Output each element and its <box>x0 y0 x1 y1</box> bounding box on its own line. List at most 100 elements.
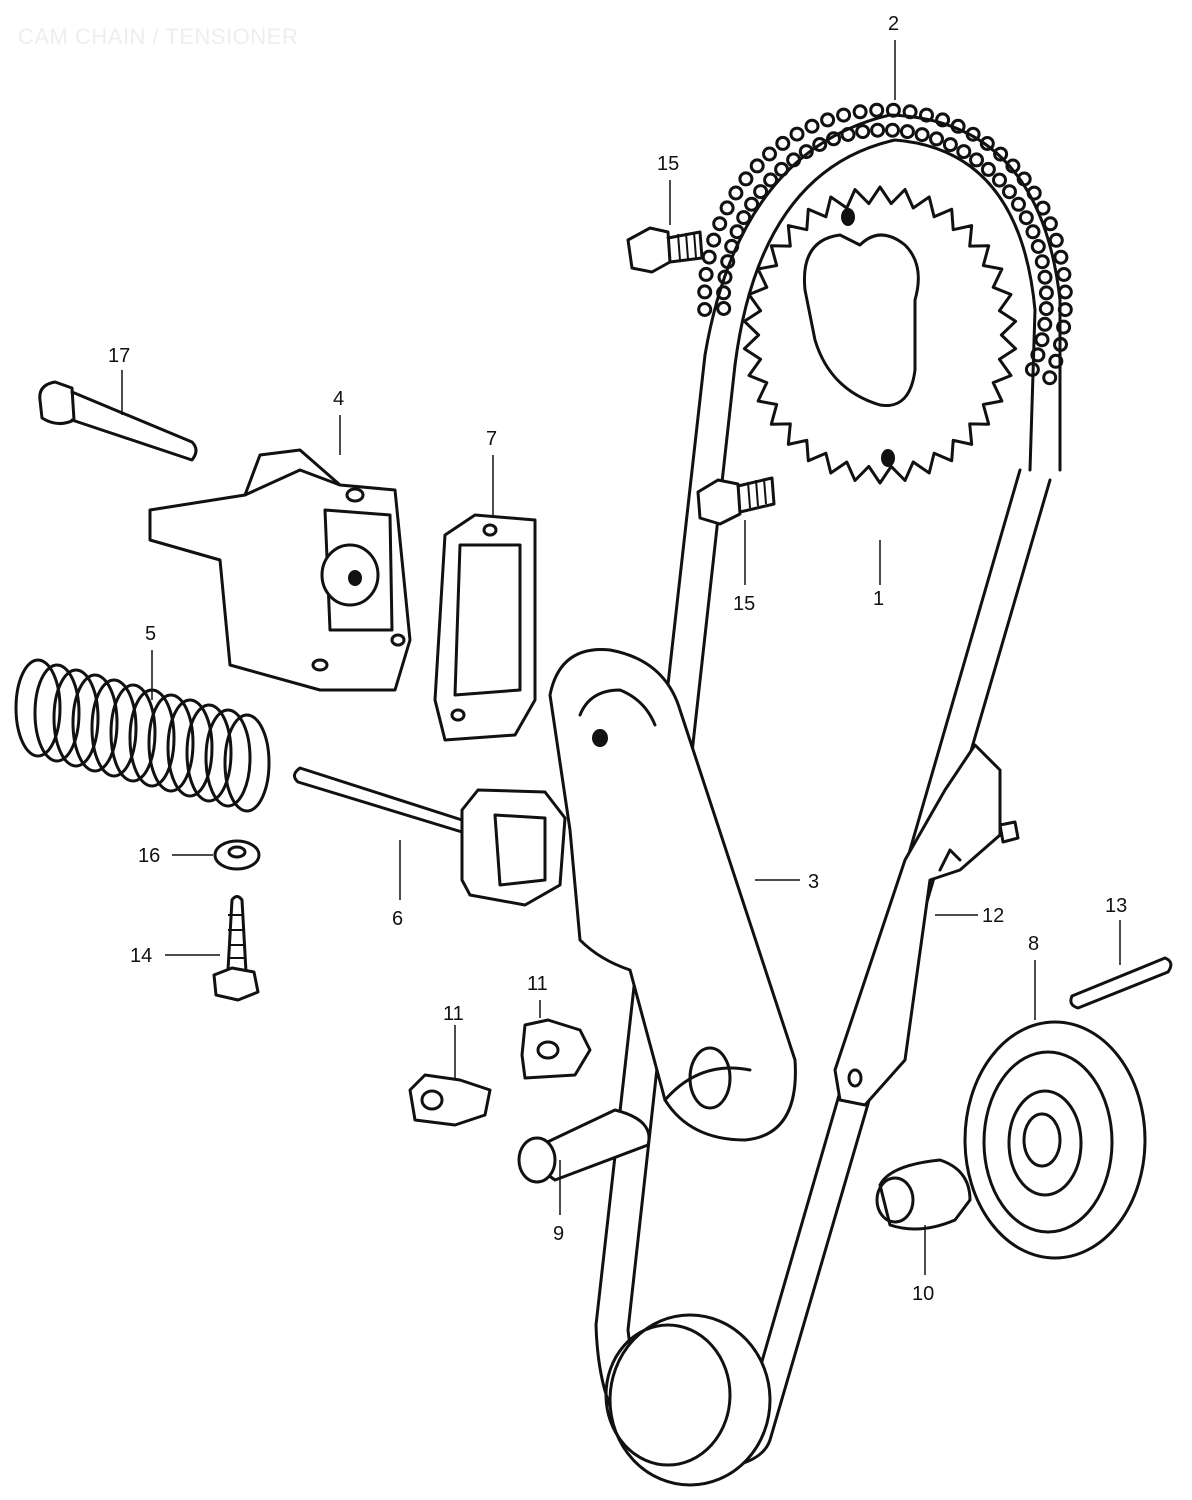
spring-coil <box>147 693 195 793</box>
callout-12: 12 <box>982 905 1004 927</box>
chain-link <box>855 124 871 140</box>
chain-link <box>1026 185 1042 201</box>
chain-link <box>706 232 722 248</box>
chain-link <box>885 122 900 138</box>
chain-link <box>804 118 820 134</box>
chain-link <box>840 127 856 142</box>
collar-upper[interactable] <box>520 1018 592 1080</box>
tensioner-spring[interactable] <box>14 658 271 813</box>
spring-coil <box>204 708 252 808</box>
arm-pivot-shaft[interactable] <box>517 1108 651 1184</box>
chain-link <box>728 185 744 201</box>
sprocket-bolt-lower[interactable] <box>696 476 776 526</box>
chain-link <box>717 269 733 285</box>
sprocket-bolt-upper[interactable] <box>626 226 704 274</box>
chain-link <box>1002 184 1017 200</box>
chain-link <box>798 144 814 160</box>
chain-link <box>697 284 713 300</box>
chain-link <box>1037 316 1053 332</box>
tensioner-long-bolt[interactable] <box>38 380 198 462</box>
chain-link <box>870 122 886 138</box>
chain-link <box>729 224 745 240</box>
callout-7: 7 <box>486 428 497 450</box>
chain-link <box>774 161 790 177</box>
guide-roller[interactable] <box>963 1020 1147 1260</box>
sprocket-bolt-hole-bottom <box>881 449 895 467</box>
chain-link <box>899 124 915 140</box>
callout-14: 14 <box>130 945 152 967</box>
chain-link <box>1030 347 1046 363</box>
chain-link <box>697 302 713 317</box>
chain-link <box>992 172 1007 188</box>
collar-lower[interactable] <box>408 1073 492 1127</box>
chain-link <box>712 216 728 232</box>
chain-link <box>749 158 765 174</box>
callout-10: 10 <box>912 1283 934 1305</box>
lock-nut[interactable] <box>213 839 261 871</box>
chain-link <box>716 285 732 301</box>
chain-link <box>1057 284 1073 300</box>
chain-link <box>942 137 958 153</box>
chain-link <box>1056 319 1072 335</box>
chain-link <box>969 152 984 168</box>
chain-link <box>1035 200 1051 216</box>
chain-link <box>1056 267 1072 282</box>
chain-link <box>701 249 717 265</box>
chain-link <box>1011 196 1026 212</box>
tensioner-housing[interactable] <box>148 448 412 692</box>
callout-4: 4 <box>333 388 344 410</box>
spring-coil <box>52 668 100 768</box>
chain-link <box>1038 301 1054 317</box>
chain-link <box>753 184 769 200</box>
callout-6: 6 <box>392 908 403 930</box>
callout-1: 1 <box>873 588 884 610</box>
chain-link <box>736 210 752 226</box>
chain-link <box>716 301 732 316</box>
chain-guide[interactable] <box>833 743 1020 1107</box>
chain-link <box>956 144 972 160</box>
callout-5: 5 <box>145 623 156 645</box>
chain-link <box>1024 362 1040 377</box>
chain-link <box>950 118 966 134</box>
crankshaft-sprocket <box>604 1313 772 1487</box>
adjusting-screw[interactable] <box>212 895 260 1002</box>
chain-link <box>1042 370 1058 386</box>
callout-2: 2 <box>888 13 899 35</box>
chain-link <box>935 112 951 128</box>
tensioner-push-rod[interactable] <box>293 766 567 907</box>
callout-9: 9 <box>553 1223 564 1245</box>
chain-links <box>697 102 1073 386</box>
cam-sprocket[interactable] <box>742 185 1018 485</box>
chain-link <box>1057 302 1073 318</box>
callout-15-upper: 15 <box>657 153 679 175</box>
chain-link <box>724 238 740 254</box>
chain-link <box>786 152 802 168</box>
callout-17: 17 <box>108 345 130 367</box>
spring-coil <box>166 698 214 798</box>
chain-link <box>1005 158 1021 174</box>
callout-16: 16 <box>138 845 160 867</box>
spring-coil <box>90 678 138 778</box>
spring-coil <box>33 663 81 763</box>
chain-link <box>1030 239 1046 254</box>
chain-link <box>914 127 930 143</box>
chain-link <box>826 131 842 147</box>
chain-link <box>763 172 779 188</box>
chain-link <box>836 107 852 123</box>
chain-link <box>744 196 760 212</box>
callout-8: 8 <box>1028 933 1039 955</box>
chain-link <box>789 126 805 142</box>
chain-link <box>812 137 828 152</box>
tensioner-arm[interactable] <box>548 648 797 1142</box>
chain-link <box>993 146 1009 162</box>
roller-pin[interactable] <box>1069 956 1173 1010</box>
chain-link <box>1016 171 1032 187</box>
chain-link <box>719 200 735 216</box>
chain-link <box>885 102 901 118</box>
callout-11-upper: 11 <box>527 973 548 995</box>
roller-bushing[interactable] <box>875 1158 972 1231</box>
chain-link <box>902 104 918 120</box>
tensioner-gasket[interactable] <box>433 513 537 742</box>
chain-link <box>919 107 934 123</box>
chain-link <box>762 146 777 162</box>
